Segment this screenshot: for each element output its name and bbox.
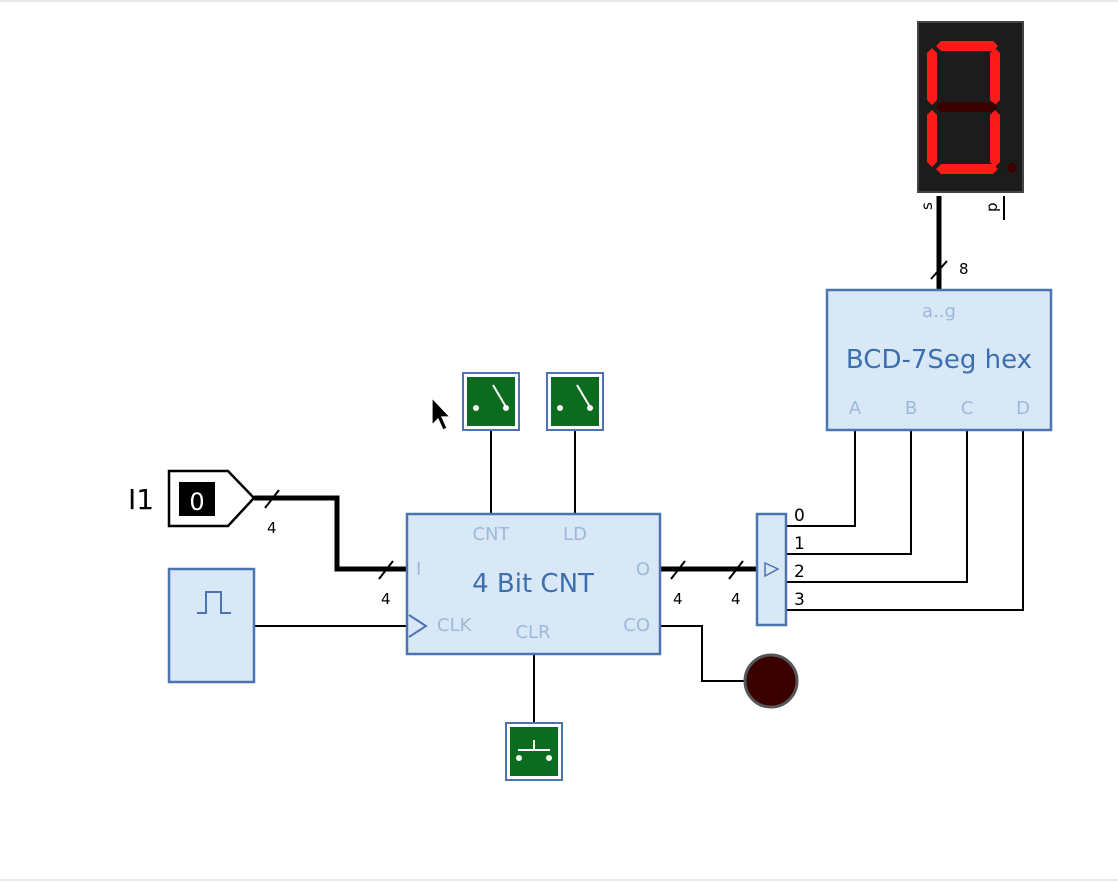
- counter-pin-clr: CLR: [515, 622, 550, 643]
- clr-button-body: [510, 727, 558, 776]
- counter-pin-i: I: [416, 559, 421, 580]
- counter-box[interactable]: [405, 512, 662, 656]
- input-bus-width: 4: [267, 519, 277, 537]
- switch-lever-icon: [576, 384, 591, 408]
- cnt-switch[interactable]: [462, 372, 520, 431]
- split-wire-3[interactable]: [786, 430, 1024, 611]
- segment-d: [936, 164, 998, 174]
- bcd-7seg-decoder[interactable]: BCD-7Seg hex a..g A B C D: [825, 288, 1053, 432]
- button-contact-icon: [516, 755, 522, 761]
- segment-dp: [1007, 163, 1017, 173]
- split-wire-2[interactable]: [786, 430, 968, 583]
- counter-pin-o: O: [636, 559, 650, 580]
- splitter[interactable]: 0 1 2 3: [755, 506, 805, 627]
- switch-contact-icon: [557, 405, 563, 411]
- seven-segment-display[interactable]: s p: [917, 21, 1024, 212]
- counter-name: 4 Bit CNT: [472, 569, 594, 599]
- decoder-out-bus-slash: [930, 260, 948, 280]
- switch-contact-icon: [503, 405, 509, 411]
- ld-switch[interactable]: [546, 372, 604, 431]
- splitter-box[interactable]: [755, 512, 788, 627]
- counter-4bit[interactable]: 4 Bit CNT CNT LD I O CLK CLR CO: [405, 512, 662, 656]
- splitter-in-bus-slash: [728, 560, 744, 580]
- segment-c: [990, 110, 1000, 167]
- decoder-pin-a: A: [849, 398, 862, 419]
- split-wire-1[interactable]: [786, 430, 912, 555]
- input-value-box: [179, 482, 215, 516]
- splitter-out-3: 3: [794, 590, 805, 610]
- decoder-box[interactable]: [825, 288, 1053, 432]
- display-pin-p: p: [983, 202, 1001, 212]
- splitter-arrow-icon: [764, 561, 780, 578]
- input-bus-wire[interactable]: [254, 495, 407, 572]
- splitter-out-0: 0: [794, 506, 805, 526]
- cnt-switch-body: [467, 377, 515, 426]
- split-wire-0[interactable]: [786, 430, 856, 527]
- display-pin-s: s: [918, 202, 936, 210]
- counter-in-bus-slash: [378, 560, 394, 580]
- decoder-pin-b: B: [905, 398, 917, 419]
- clock-source[interactable]: [167, 567, 256, 684]
- clock-input-triangle-icon: [408, 614, 428, 638]
- counter-out-bus-width: 4: [673, 590, 683, 608]
- decoder-name: BCD-7Seg hex: [846, 345, 1032, 375]
- decoder-out-bus-width: 8: [959, 260, 969, 278]
- input-i1[interactable]: I1 0: [128, 469, 256, 528]
- counter-pin-ld: LD: [563, 524, 587, 545]
- button-contact-icon: [546, 755, 552, 761]
- splitter-out-1: 1: [794, 534, 805, 554]
- splitter-in-bus-width: 4: [731, 590, 741, 608]
- segment-f: [927, 48, 937, 105]
- decoder-pin-d: D: [1016, 398, 1030, 419]
- counter-pin-co: CO: [623, 615, 650, 636]
- mouse-cursor-icon: [431, 396, 452, 431]
- counter-pin-cnt: CNT: [472, 524, 510, 545]
- clr-button[interactable]: [505, 722, 563, 781]
- ld-switch-body: [551, 377, 599, 426]
- counter-pin-clk: CLK: [437, 615, 473, 636]
- segment-e: [927, 110, 937, 167]
- co-led-wire[interactable]: [660, 625, 744, 682]
- switch-contact-icon: [473, 405, 479, 411]
- splitter-out-2: 2: [794, 562, 805, 582]
- input-bus-slash: [264, 489, 280, 509]
- counter-in-bus-width: 4: [381, 590, 391, 608]
- wires: [254, 196, 1024, 723]
- decoder-pin-c: C: [961, 398, 974, 419]
- decoder-pin-ag: a..g: [922, 301, 956, 322]
- segment-b: [990, 48, 1000, 105]
- clock-pulse-icon: [197, 591, 231, 614]
- segment-g: [936, 102, 998, 112]
- input-value: 0: [189, 488, 204, 516]
- segment-a: [936, 41, 998, 51]
- carry-led[interactable]: [743, 653, 799, 709]
- input-label: I1: [128, 483, 154, 516]
- switch-contact-icon: [587, 405, 593, 411]
- clock-box[interactable]: [167, 567, 256, 684]
- counter-out-bus-slash: [670, 560, 686, 580]
- switch-lever-icon: [492, 384, 507, 408]
